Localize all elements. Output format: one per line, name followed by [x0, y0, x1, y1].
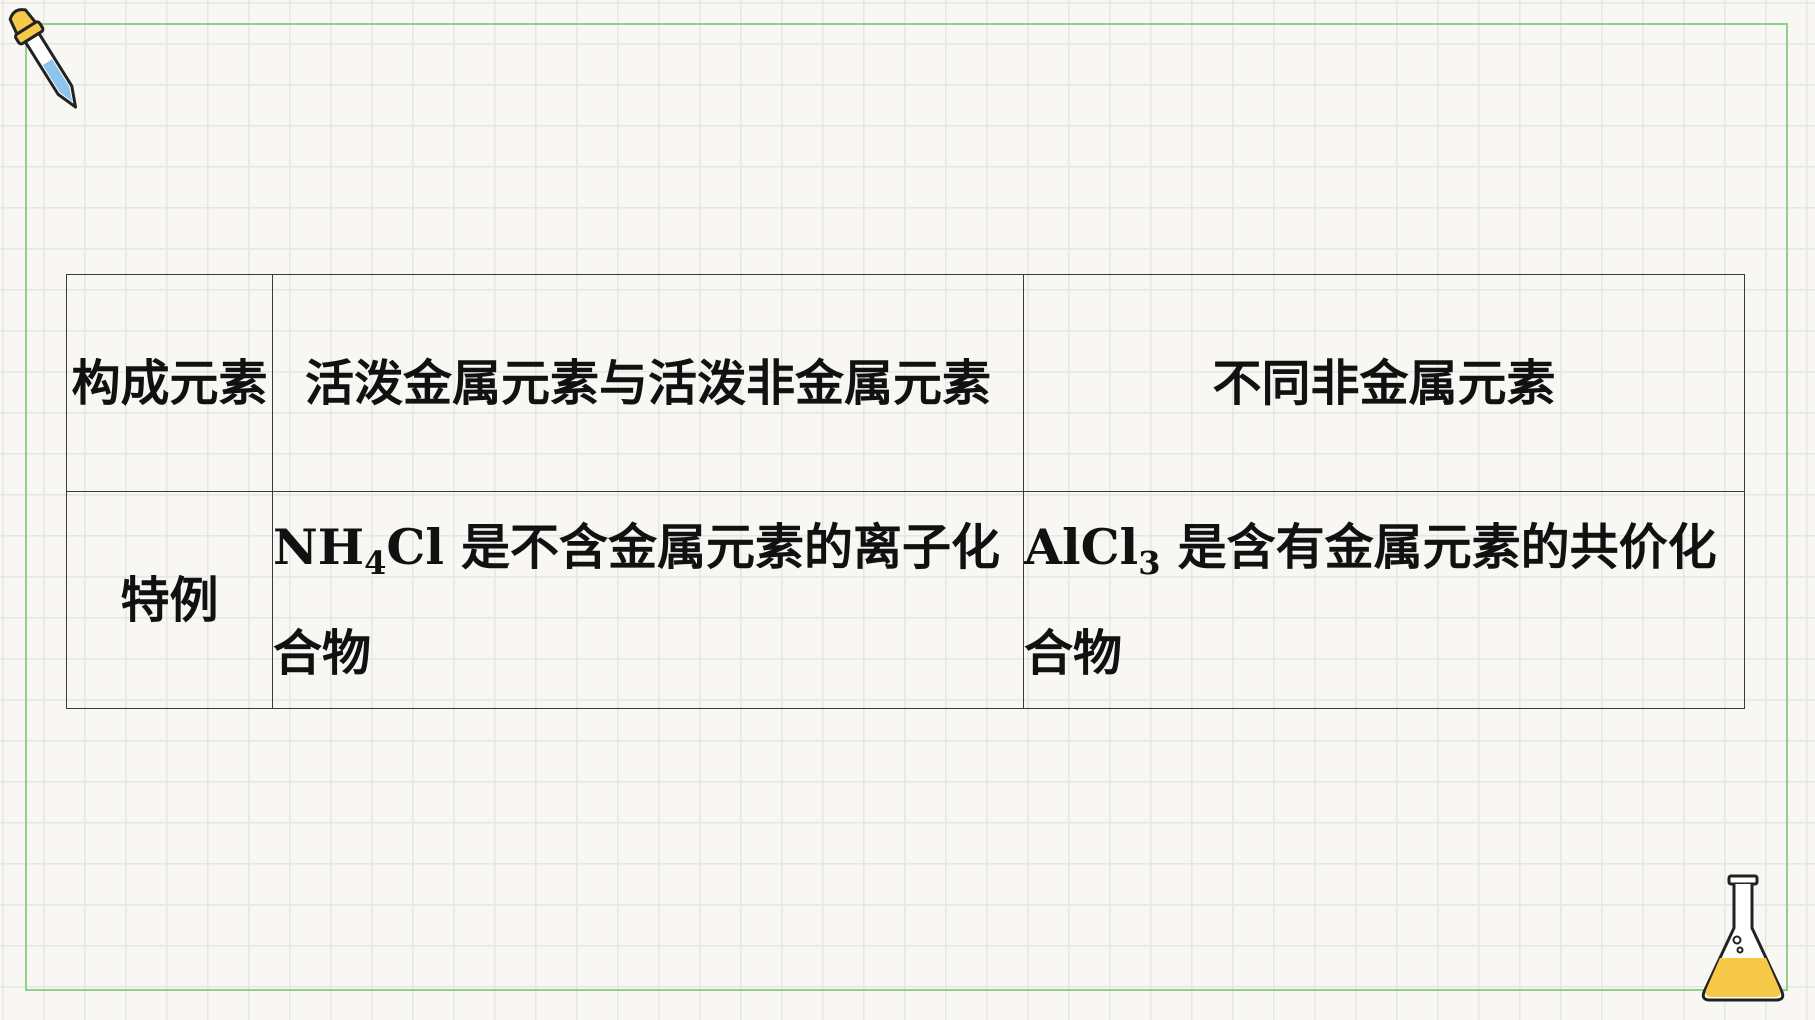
page-frame	[25, 23, 1788, 991]
comparison-table: 构成元素 活泼金属元素与活泼非金属元素 不同非金属元素 特例 NH4Cl 是不含…	[66, 274, 1745, 709]
formula-alcl3: AlCl3	[1024, 518, 1161, 582]
table-row: 特例 NH4Cl 是不含金属元素的离子化合物 AlCl3 是含有金属元素的共价化…	[66, 491, 1745, 709]
formula-nh4cl: NH4Cl	[273, 518, 444, 582]
table-row: 构成元素 活泼金属元素与活泼非金属元素 不同非金属元素	[66, 274, 1745, 492]
row-label-composition: 构成元素	[66, 274, 273, 492]
covalent-composition-cell: 不同非金属元素	[1023, 274, 1745, 492]
covalent-exception-cell: AlCl3 是含有金属元素的共价化合物	[1023, 491, 1745, 709]
covalent-exception-text: 是含有金属元素的共价化合物	[1024, 518, 1717, 682]
dropper-icon	[8, 8, 78, 109]
row-label-exception: 特例	[66, 491, 273, 709]
flask-icon	[1701, 874, 1785, 1002]
ionic-composition-cell: 活泼金属元素与活泼非金属元素	[272, 274, 1024, 492]
ionic-exception-cell: NH4Cl 是不含金属元素的离子化合物	[272, 491, 1024, 709]
ionic-exception-text: 是不含金属元素的离子化合物	[273, 518, 1001, 682]
